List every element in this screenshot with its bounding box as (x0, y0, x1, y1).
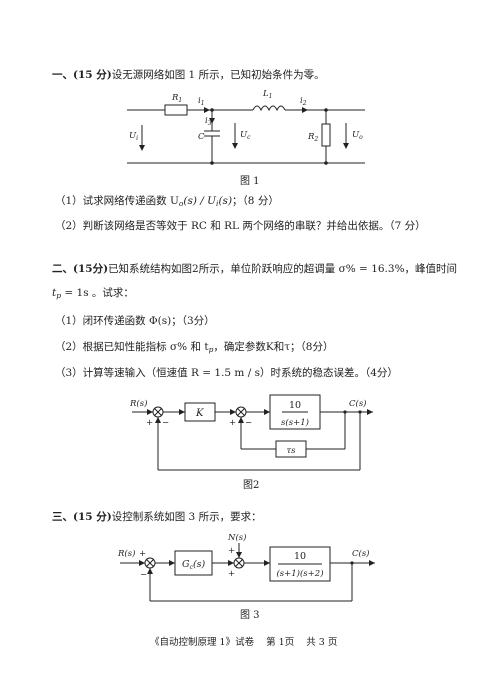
q2-text: 已知系统结构如图2所示，单位阶跃响应的超调量 σ% = 16.3%，峰值时间 (108, 263, 458, 275)
q2-line: 二、(15分)已知系统结构如图2所示，单位阶跃响应的超调量 σ% = 16.3%… (52, 262, 457, 276)
q2-heading: 二、(15分) (52, 263, 109, 275)
fig3-controller: Gc(s) (182, 559, 206, 571)
q3-heading: 三、(15 分) (52, 511, 112, 523)
q2-line2: tp = 1s 。试求： (52, 287, 134, 300)
fig3-sign-plus-n: + (228, 546, 235, 556)
q2-item1: （1）闭环传递函数 Φ(s)；（3分） (55, 315, 215, 327)
fig3-plant-numerator: 10 (294, 551, 306, 562)
fig2-output-label: C(s) (349, 398, 367, 409)
label-uc: Uc (240, 130, 251, 141)
q1-item1: （1）试求网络传递函数 Uo(s) / Ui(s)；（8 分） (55, 195, 279, 208)
page-footer: 《自动控制原理 1》试卷 第 1页 共 3 页 (150, 637, 338, 648)
q1-heading: 一、(15 分) (52, 69, 112, 81)
q1-line: 一、(15 分)设无源网络如图 1 所示，已知初始条件为零。 (52, 68, 325, 82)
fig2-sign-minus-2: − (245, 418, 252, 428)
q2-item3: （3）计算等速输入（恒速值 R = 1.5 m / s）时系统的稳态误差。（4分… (55, 367, 398, 379)
fig3-sign-plus-g: + (228, 569, 235, 579)
fig2-plant-denominator: s(s+1) (281, 417, 309, 428)
label-i3: i3 (205, 116, 212, 127)
label-l1: L1 (262, 89, 272, 100)
label-r1: R1 (171, 93, 182, 104)
fig3-sign-plus-r: + (139, 549, 146, 559)
fig2-feedback-tau-s: τs (286, 446, 296, 456)
label-uo: Uo (352, 130, 363, 141)
fig2-gain-k: K (195, 408, 204, 419)
fig3-sign-minus: − (140, 570, 147, 580)
label-c: C (198, 132, 205, 142)
q1-item2: （2）判断该网络是否等效于 RC 和 RL 两个网络的串联？并给出依据。（7 分… (55, 220, 426, 232)
fig3-output-label: C(s) (352, 548, 370, 559)
figure-1-caption: 图 1 (240, 176, 260, 187)
label-ui: Ui (129, 131, 138, 142)
fig2-input-label: R(s) (129, 398, 147, 409)
q1-text: 设无源网络如图 1 所示，已知初始条件为零。 (111, 69, 325, 81)
figure-2-caption: 图2 (243, 480, 260, 491)
fig3-disturbance-label: N(s) (227, 532, 246, 543)
label-i2: i2 (300, 96, 307, 107)
fig2-sign-plus-1: + (146, 418, 153, 428)
q2-item2: （2）根据已知性能指标 σ% 和 tp，确定参数K和τ；（8分） (55, 341, 334, 354)
fig2-plant-numerator: 10 (289, 400, 301, 411)
label-r2: R2 (307, 132, 318, 143)
fig3-input-label: R(s) (117, 548, 135, 559)
fig2-sign-minus-1: − (162, 418, 169, 428)
fig2-sign-plus-2: + (229, 418, 236, 428)
figure-3-caption: 图 3 (240, 610, 260, 621)
fig3-plant-denominator: (s+1)(s+2) (276, 568, 323, 579)
q3-text: 设控制系统如图 3 所示，要求： (111, 511, 262, 523)
q3-line: 三、(15 分)设控制系统如图 3 所示，要求： (52, 510, 262, 524)
label-i1: i1 (198, 96, 205, 107)
